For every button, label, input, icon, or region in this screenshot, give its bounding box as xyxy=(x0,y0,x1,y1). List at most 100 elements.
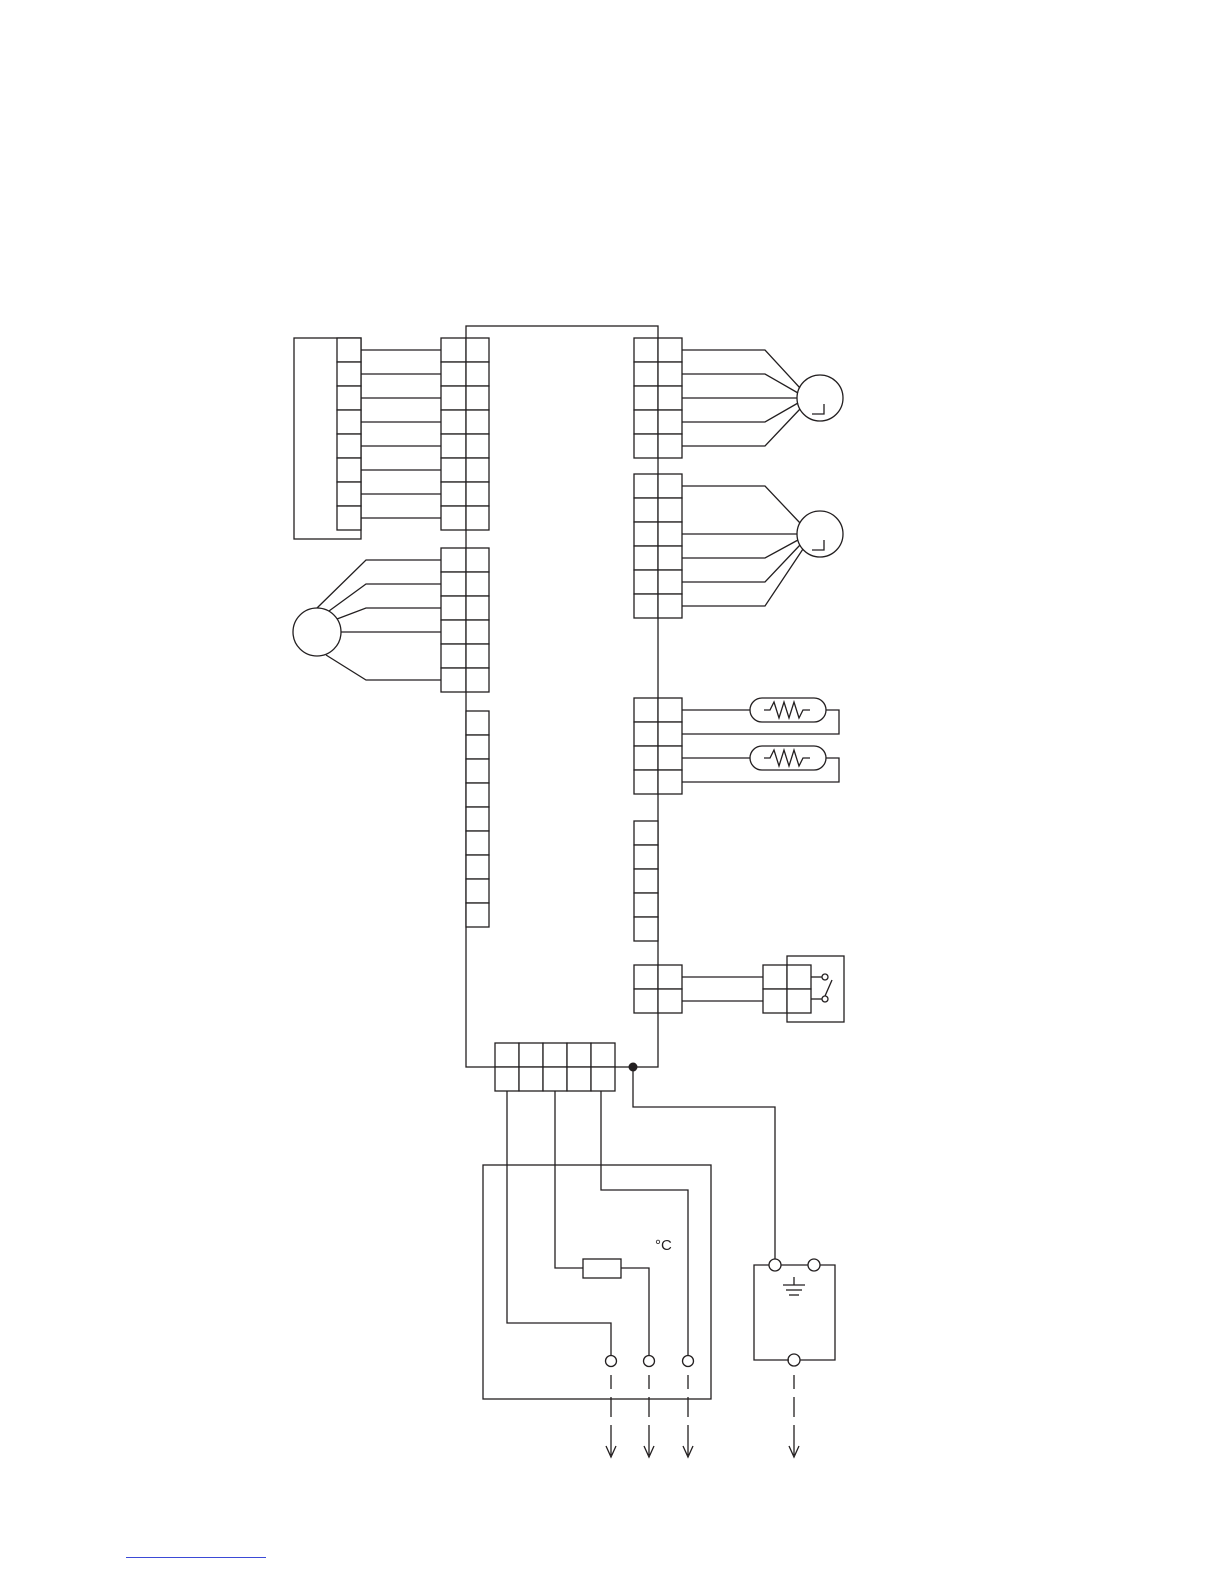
power-terminal-block xyxy=(495,1043,615,1091)
thermistor-connector-cell xyxy=(634,722,658,746)
left-motor-connector-cell xyxy=(466,548,489,572)
left-strip-cell xyxy=(337,458,361,482)
terminal-3 xyxy=(683,1356,694,1367)
left-top-connector-cell xyxy=(466,482,489,506)
switch-cell xyxy=(787,989,811,1013)
left-top-connector-cell xyxy=(441,482,466,506)
board-connector-right-spare xyxy=(634,821,658,941)
power-terminal-cell xyxy=(567,1043,591,1067)
left-spare-connector-cell xyxy=(466,711,489,735)
switch-connector-cell xyxy=(634,989,658,1013)
power-terminal-cell xyxy=(519,1067,543,1091)
thermistor-connector-cell xyxy=(634,698,658,722)
left-top-connector-cell xyxy=(441,362,466,386)
fuse xyxy=(583,1259,621,1278)
left-spare-connector-cell xyxy=(466,807,489,831)
right-middle-connector-cell xyxy=(658,474,682,498)
left-top-connector-cell xyxy=(441,506,466,530)
left-strip-cell xyxy=(337,434,361,458)
power-terminal-cell xyxy=(519,1043,543,1067)
power-terminal-cell xyxy=(495,1043,519,1067)
right-top-connector-cell xyxy=(658,338,682,362)
thermistor-connector-cell xyxy=(658,770,682,794)
right-middle-connector-cell xyxy=(658,522,682,546)
right-top-connector-cell xyxy=(634,410,658,434)
left-top-connector-cell xyxy=(441,458,466,482)
right-top-connector-cell xyxy=(634,386,658,410)
right-top-connector-cell xyxy=(634,362,658,386)
power-terminal-cell xyxy=(591,1067,615,1091)
thermistor-2 xyxy=(750,746,826,770)
wires-left-strip xyxy=(361,350,441,518)
switch-cell xyxy=(787,965,811,989)
power-terminal-cell xyxy=(495,1067,519,1091)
right-middle-connector-cell xyxy=(634,474,658,498)
left-spare-connector-cell xyxy=(466,831,489,855)
wires-left-motor xyxy=(317,560,441,680)
thermistor-connector-cell xyxy=(658,698,682,722)
temperature-label: °C xyxy=(655,1237,672,1254)
power-terminal-cell xyxy=(591,1043,615,1067)
left-spare-connector-cell xyxy=(466,855,489,879)
switch-cell xyxy=(763,989,787,1013)
earth-icon xyxy=(783,1277,805,1295)
left-motor-connector-cell xyxy=(466,668,489,692)
board-connector-left-top xyxy=(441,338,489,530)
left-top-connector-cell xyxy=(441,434,466,458)
left-strip-cell xyxy=(337,362,361,386)
thermistor-connector-cell xyxy=(658,746,682,770)
switch-connector-cell xyxy=(658,965,682,989)
right-top-connector-cell xyxy=(634,434,658,458)
right-spare-connector-cell xyxy=(634,869,658,893)
left-spare-connector-cell xyxy=(466,735,489,759)
left-strip-cell xyxy=(337,506,361,530)
left-spare-connector-cell xyxy=(466,759,489,783)
right-top-connector-cell xyxy=(658,362,682,386)
thermistor-connector-cell xyxy=(634,746,658,770)
terminal-l xyxy=(606,1356,617,1367)
left-top-connector-cell xyxy=(441,410,466,434)
wires-stepper-top xyxy=(682,350,800,446)
left-strip-cell xyxy=(337,338,361,362)
ground-terminal xyxy=(754,1259,835,1366)
right-middle-connector-cell xyxy=(634,546,658,570)
thermistor-connector-cell xyxy=(634,770,658,794)
left-motor-connector-cell xyxy=(466,644,489,668)
right-top-connector-cell xyxy=(634,338,658,362)
stepper-motor-middle xyxy=(797,511,843,557)
power-terminal-cell xyxy=(543,1067,567,1091)
main-board-outline xyxy=(466,326,658,1067)
board-connector-left-spare xyxy=(466,711,489,927)
left-spare-connector-cell xyxy=(466,783,489,807)
motor-left xyxy=(293,608,341,656)
terminal-n xyxy=(644,1356,655,1367)
left-motor-connector-cell xyxy=(466,596,489,620)
board-connector-left-motor xyxy=(441,548,489,692)
left-strip-cell xyxy=(337,482,361,506)
connector-left-8pin-strip xyxy=(294,338,361,539)
left-motor-connector-cell xyxy=(441,668,466,692)
link-underline xyxy=(126,1557,266,1558)
power-supply-box xyxy=(483,1165,711,1399)
left-motor-connector-cell xyxy=(441,620,466,644)
right-top-connector-cell xyxy=(658,410,682,434)
switch-assembly xyxy=(763,956,844,1022)
left-spare-connector-cell xyxy=(466,879,489,903)
left-motor-connector-cell xyxy=(466,572,489,596)
board-connector-right-middle xyxy=(634,474,682,618)
right-middle-connector-cell xyxy=(634,498,658,522)
right-middle-connector-cell xyxy=(634,522,658,546)
board-connector-right-top xyxy=(634,338,682,458)
right-middle-connector-cell xyxy=(658,546,682,570)
right-top-connector-cell xyxy=(658,434,682,458)
right-spare-connector-cell xyxy=(634,917,658,941)
stepper-motor-top xyxy=(797,375,843,421)
power-terminal-cell xyxy=(567,1067,591,1091)
right-spare-connector-cell xyxy=(634,845,658,869)
left-top-connector-cell xyxy=(441,338,466,362)
left-strip-cell xyxy=(337,386,361,410)
left-top-connector-cell xyxy=(466,434,489,458)
right-spare-connector-cell xyxy=(634,893,658,917)
left-top-connector-cell xyxy=(441,386,466,410)
